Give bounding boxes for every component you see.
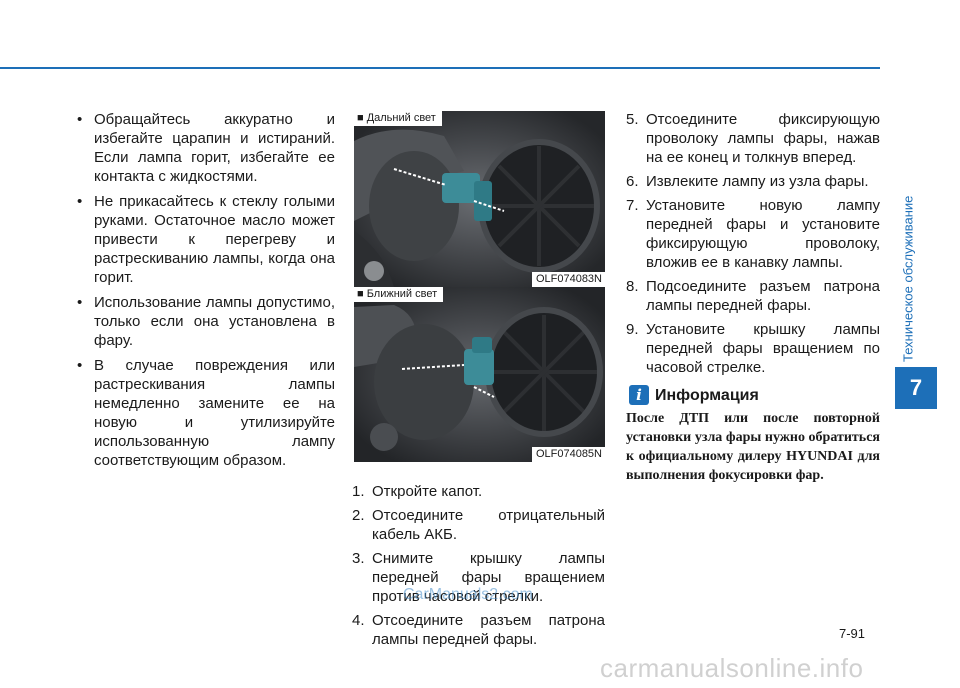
list-item: •В случае повреждения или растрескивания… [77, 357, 335, 469]
list-item: •Использование лампы допустимо, только е… [77, 294, 335, 349]
photo-label: ■ Ближний свет [354, 287, 444, 302]
middle-steps: 1.Откройте капот. 2.Отсоедините отрицате… [352, 482, 605, 654]
chapter-tab: 7 [895, 367, 937, 409]
info-body: После ДТП или после повторной установки … [626, 411, 880, 483]
headlamp-low-beam-photo: ■ Ближний свет OLF074085N [354, 287, 605, 462]
watermark-footer: carmanualsonline.info [600, 653, 864, 683]
left-column: •Обращайтесь аккуратно и избегайте царап… [77, 110, 335, 476]
headlamp-high-beam-photo: ■ Дальний свет OLF074083N [354, 111, 605, 287]
info-icon: i [629, 385, 649, 405]
photo-label: ■ Дальний свет [354, 111, 442, 126]
info-header: i Информация [626, 385, 880, 405]
right-column: 5.Отсоедините фиксирующую проволоку ламп… [626, 110, 880, 485]
step-item: 6.Извлеките лампу из узла фары. [626, 173, 869, 190]
step-item: 1.Откройте капот. [352, 483, 483, 500]
step-item: 4.Отсоедините разъем патрона лампы перед… [352, 612, 605, 648]
photo-code: OLF074085N [531, 447, 605, 462]
step-item: 9.Установите крышку лампы передней фары … [626, 321, 880, 376]
list-item: •Не прикасайтесь к стеклу голыми руками.… [77, 193, 335, 286]
section-title: Техническое обслуживание [900, 195, 916, 362]
step-item: 8.Подсоедините разъем патрона лампы пере… [626, 278, 880, 314]
step-item: 3.Снимите крышку лампы передней фары вра… [352, 550, 605, 605]
step-item: 2.Отсоедините отрицательный кабель АКБ. [352, 507, 605, 543]
step-item: 5.Отсоедините фиксирующую проволоку ламп… [626, 111, 880, 166]
page-number: 7-91 [839, 626, 866, 641]
info-title: Информация [655, 386, 759, 404]
list-item: •Обращайтесь аккуратно и избегайте царап… [77, 111, 335, 185]
step-item: 7.Установите новую лампу передней фары и… [626, 197, 880, 271]
watermark-overlay: CarManuals2.com [403, 586, 533, 603]
header-rule [0, 67, 880, 69]
photo-code: OLF074083N [531, 272, 605, 287]
